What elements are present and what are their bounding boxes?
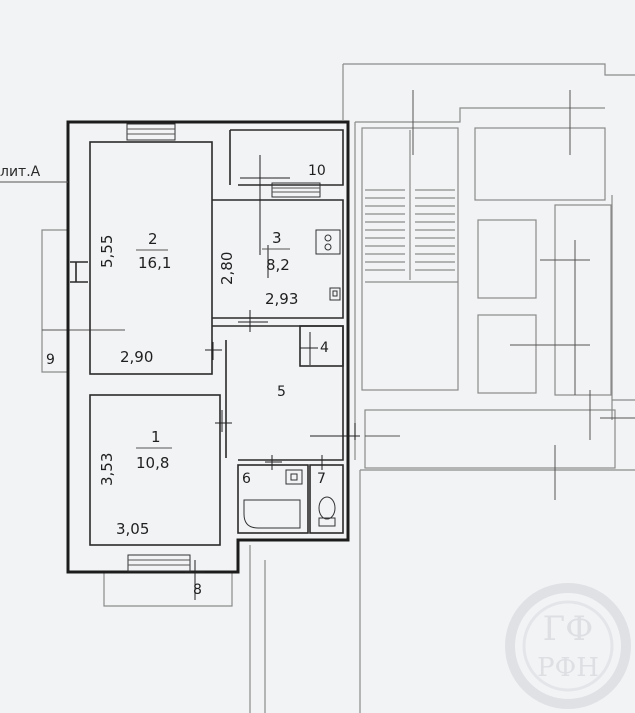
room-2-number: 2 bbox=[148, 230, 158, 248]
fixtures bbox=[70, 229, 341, 529]
room-2-width: 2,90 bbox=[120, 348, 153, 366]
room-4-number: 4 bbox=[320, 340, 329, 356]
sink-icon bbox=[329, 287, 341, 301]
room-10-number: 10 bbox=[308, 163, 326, 179]
room-2-area: 16,1 bbox=[138, 254, 171, 272]
room-1-height: 3,53 bbox=[98, 453, 116, 486]
window-room-1 bbox=[127, 554, 191, 572]
room-3-height: 2,80 bbox=[218, 252, 236, 285]
toilet-icon bbox=[318, 496, 336, 527]
room-9-number: 9 bbox=[46, 352, 55, 368]
apartment-outline bbox=[66, 120, 350, 574]
room-7-number: 7 bbox=[317, 471, 326, 487]
stove-icon bbox=[315, 229, 341, 255]
door-ticks bbox=[185, 155, 360, 600]
room-5-number: 5 bbox=[277, 384, 286, 400]
neighbour-area bbox=[41, 63, 635, 713]
room-2-height: 5,55 bbox=[98, 235, 116, 268]
room-8-number: 8 bbox=[193, 582, 202, 598]
washbasin-icon bbox=[285, 469, 303, 485]
watermark-top: ГФ bbox=[543, 609, 594, 649]
window-room-3 bbox=[271, 182, 321, 198]
bathtub-icon bbox=[243, 499, 301, 529]
room-6-number: 6 bbox=[242, 471, 251, 487]
watermark-seal: ГФ РФН bbox=[505, 583, 631, 709]
staircase bbox=[365, 189, 455, 271]
interior-walls bbox=[89, 129, 344, 546]
room-1-area: 10,8 bbox=[136, 454, 169, 472]
room-3-area: 8,2 bbox=[266, 256, 290, 274]
watermark-bottom: РФН bbox=[537, 653, 599, 683]
room-1-number: 1 bbox=[151, 428, 161, 446]
room-3-number: 3 bbox=[272, 229, 282, 247]
room-3-width: 2,93 bbox=[265, 290, 298, 308]
building-label: лит.А bbox=[0, 164, 41, 180]
room-1-width: 3,05 bbox=[116, 520, 149, 538]
labels: лит.А 2 16,1 2,90 5,55 1 10,8 3,05 3,53 … bbox=[0, 163, 329, 598]
window-room-2 bbox=[126, 123, 176, 141]
